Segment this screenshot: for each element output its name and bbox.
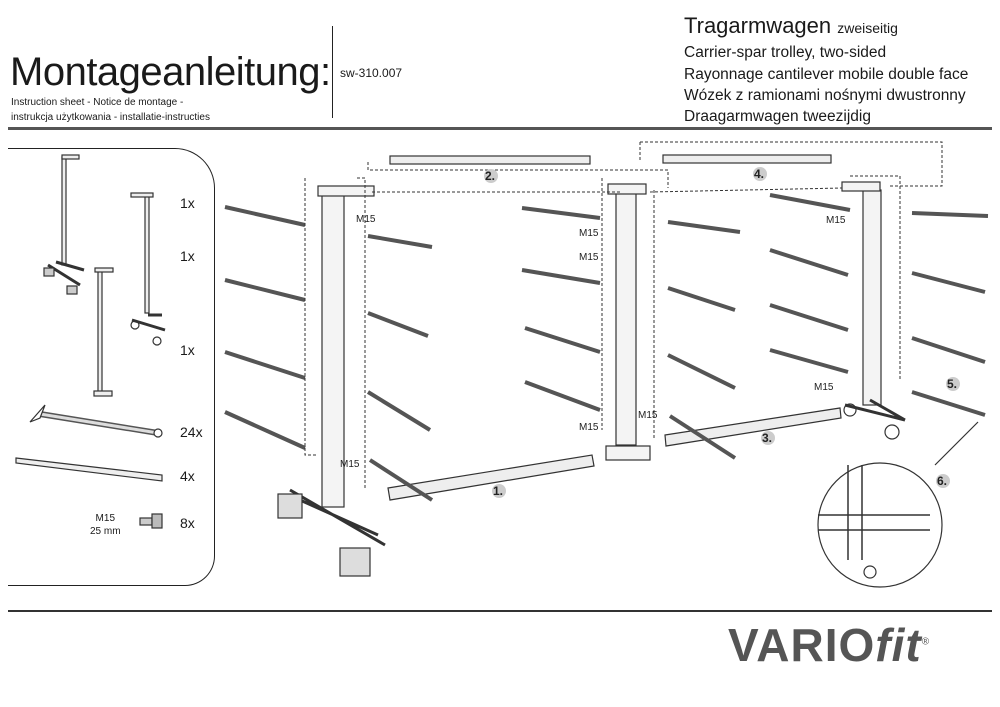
footer-rule xyxy=(8,610,992,612)
screw-label: M15 xyxy=(340,459,360,470)
step-markers xyxy=(484,167,960,498)
part-screw xyxy=(139,513,163,529)
subtitle-line-1: Instruction sheet - Notice de montage - xyxy=(11,97,184,108)
step-label: 1. xyxy=(493,484,503,498)
article-code: sw-310.007 xyxy=(340,66,403,80)
screw-label: M15 xyxy=(579,252,599,263)
parts-list-box xyxy=(8,148,215,586)
logo-script: fit xyxy=(875,619,922,671)
part-cross-tube xyxy=(15,457,163,482)
part-support-arm xyxy=(29,404,163,438)
product-name: Tragarmwagen xyxy=(684,13,832,38)
step-label: 3. xyxy=(762,431,772,445)
left-upright xyxy=(277,185,386,577)
product-title: Tragarmwagen zweiseitig xyxy=(684,13,898,39)
part-qty: 1x xyxy=(180,248,195,264)
detail-circle xyxy=(817,421,979,588)
step-label: 2. xyxy=(485,169,495,183)
step-label: 4. xyxy=(754,167,764,181)
part-upright-casters xyxy=(130,192,166,346)
logo-mark: ® xyxy=(921,636,931,648)
variofit-logo: VARIOfit® xyxy=(728,618,930,672)
screw-label: M15 xyxy=(826,215,846,226)
subtitle-line-2: instrukcja użytkowania - installatie-ins… xyxy=(11,112,210,123)
support-arms xyxy=(224,193,989,502)
part-qty: 1x xyxy=(180,342,195,358)
header-rule xyxy=(8,127,992,130)
screw-label: M15 xyxy=(638,410,658,421)
dashed-guides xyxy=(304,141,943,490)
screw-label: M15 xyxy=(356,214,376,225)
translation-pl: Wózek z ramionami nośnymi dwustronny xyxy=(684,87,966,104)
step-label: 5. xyxy=(947,377,957,391)
logo-main: VARIO xyxy=(728,619,876,671)
screw-size: M15 xyxy=(95,513,115,524)
screw-label: M15 xyxy=(579,228,599,239)
right-upright xyxy=(841,181,906,440)
product-suffix: zweiseitig xyxy=(837,20,898,36)
cross-tubes xyxy=(387,154,842,501)
part-qty: 8x xyxy=(180,515,195,531)
translation-fr: Rayonnage cantilever mobile double face xyxy=(684,66,969,83)
part-qty: 1x xyxy=(180,195,195,211)
screw-spec: M15 25 mm xyxy=(90,512,121,538)
part-qty: 4x xyxy=(180,468,195,484)
header-divider xyxy=(332,26,333,118)
step-label: 6. xyxy=(937,474,947,488)
screw-label: M15 xyxy=(579,422,599,433)
screw-length: 25 mm xyxy=(90,526,121,537)
translation-en: Carrier-spar trolley, two-sided xyxy=(684,44,887,61)
part-middle-upright xyxy=(93,267,114,397)
screw-label: M15 xyxy=(814,382,834,393)
page-title: Montageanleitung: xyxy=(10,50,331,94)
part-upright-feet xyxy=(43,154,85,295)
middle-upright xyxy=(605,183,651,461)
part-qty: 24x xyxy=(180,424,203,440)
translation-nl: Draagarmwagen tweezijdig xyxy=(684,108,871,125)
